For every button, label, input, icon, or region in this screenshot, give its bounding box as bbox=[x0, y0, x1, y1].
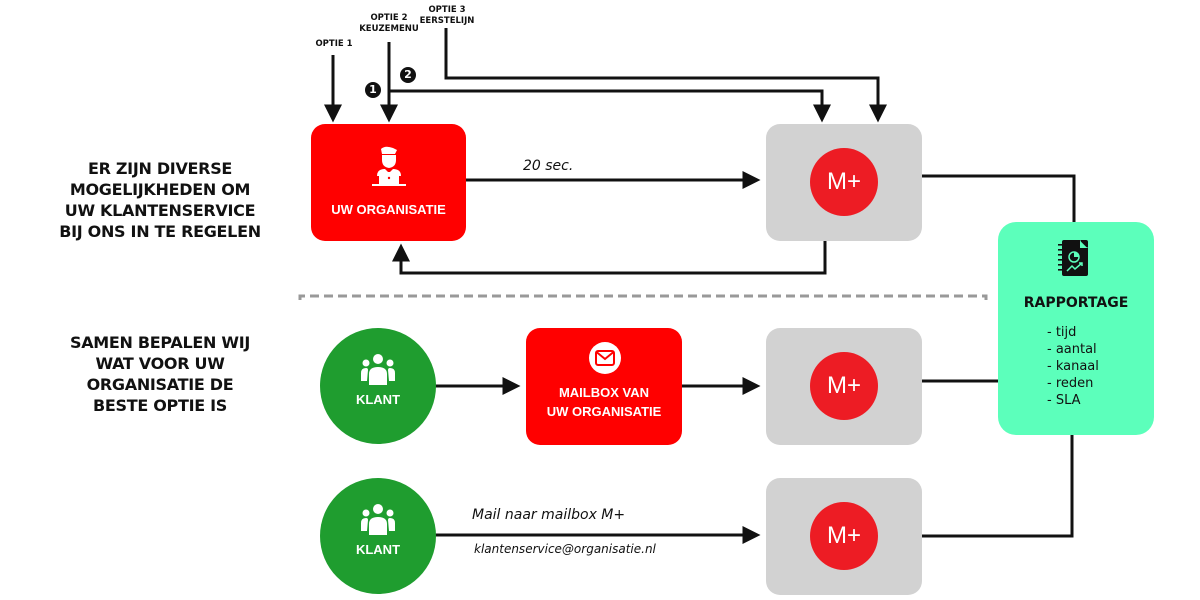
arrow-optie-3-to-mplus bbox=[444, 28, 887, 123]
line-mplus1-to-rapportage bbox=[922, 174, 1076, 222]
rapportage-item: - tijd bbox=[1047, 325, 1077, 340]
rapportage-item: - aantal bbox=[1047, 342, 1097, 357]
klant-node-2[interactable]: KLANT bbox=[320, 478, 436, 594]
rapportage-item: - kanaal bbox=[1047, 359, 1099, 374]
option-3-label: OPTIE 3 EERSTELIJN bbox=[419, 5, 475, 26]
mplus-node-2[interactable]: M+ bbox=[766, 328, 922, 445]
klant-node-1[interactable]: KLANT bbox=[320, 328, 436, 444]
arrow-optie-2-to-mplus bbox=[389, 89, 831, 123]
mplus-circle: M+ bbox=[810, 502, 878, 570]
rapportage-item: - reden bbox=[1047, 376, 1094, 391]
edge-label-mail-address: klantenservice@organisatie.nl bbox=[474, 542, 656, 556]
rapportage-list: - tijd - aantal - kanaal - reden - SLA bbox=[1047, 324, 1099, 409]
mplus-node-3[interactable]: M+ bbox=[766, 478, 922, 595]
users-group-icon bbox=[361, 504, 395, 535]
organisatie-node[interactable]: UW ORGANISATIE bbox=[311, 124, 466, 241]
option-1-label: OPTIE 1 bbox=[315, 39, 353, 49]
intro-heading-top: ER ZIJN DIVERSE MOGELIJKHEDEN OM UW KLAN… bbox=[59, 159, 261, 241]
rapportage-item: - SLA bbox=[1047, 393, 1081, 408]
arrow-mplus-back-to-org bbox=[392, 241, 827, 275]
klant-label: KLANT bbox=[355, 542, 401, 557]
edge-label-20-sec: 20 sec. bbox=[523, 158, 574, 174]
organisatie-label: UW ORGANISATIE bbox=[331, 202, 446, 217]
edge-label-mail-to-mailbox: Mail naar mailbox M+ bbox=[472, 507, 626, 523]
klant-label: KLANT bbox=[355, 392, 401, 407]
intro-heading-bottom: SAMEN BEPALEN WIJ WAT VOOR UW ORGANISATI… bbox=[69, 333, 251, 415]
mplus-node-1[interactable]: M+ bbox=[766, 124, 922, 241]
section-divider bbox=[298, 294, 988, 300]
line-mplus3-to-rapportage bbox=[922, 435, 1074, 538]
option-2-label: OPTIE 2 KEUZEMENU bbox=[359, 13, 419, 34]
rapportage-title: RAPPORTAGE bbox=[1023, 295, 1129, 311]
report-notebook-icon bbox=[1058, 240, 1088, 276]
mailbox-label: MAILBOX VAN UW ORGANISATIE bbox=[546, 385, 662, 419]
mailbox-node[interactable]: MAILBOX VAN UW ORGANISATIE bbox=[526, 328, 682, 445]
badge-2: 2 bbox=[400, 67, 416, 83]
users-group-icon bbox=[361, 354, 395, 385]
envelope-icon-circle bbox=[589, 342, 621, 374]
mplus-circle: M+ bbox=[810, 352, 878, 420]
rapportage-node[interactable]: RAPPORTAGE - tijd - aantal - kanaal - re… bbox=[998, 222, 1154, 435]
agent-at-laptop-icon bbox=[372, 146, 406, 186]
envelope-icon bbox=[595, 350, 615, 366]
mplus-circle: M+ bbox=[810, 148, 878, 216]
badge-1: 1 bbox=[365, 82, 381, 98]
